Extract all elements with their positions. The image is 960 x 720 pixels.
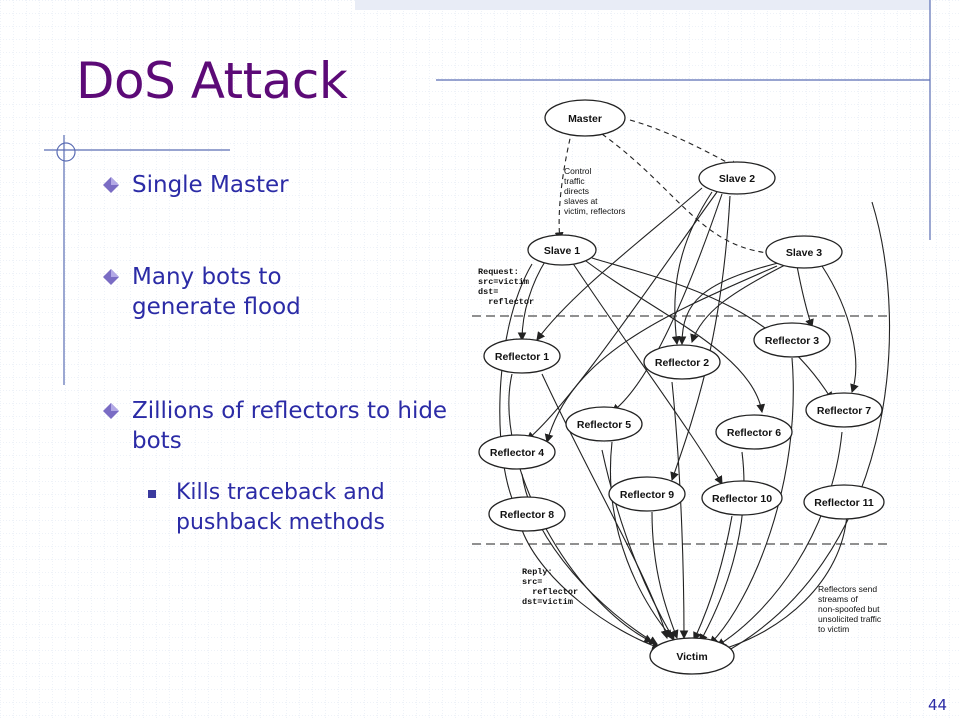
streams-annotation-line: Reflectors send bbox=[818, 584, 877, 594]
reflector-node bbox=[803, 484, 885, 520]
request-annotation-line: dst= bbox=[478, 287, 498, 297]
bullet-item: Zillions of reflectors to hide bots bbox=[103, 396, 453, 456]
bullet-text: Single Master bbox=[132, 172, 289, 198]
control-edge bbox=[601, 133, 784, 259]
diamond-bullet-icon bbox=[103, 177, 119, 193]
reflector-node bbox=[715, 414, 793, 450]
request-annotation-line: src=victim bbox=[478, 277, 529, 287]
bullet-text: Zillions of reflectors to hide bots bbox=[132, 398, 448, 454]
reflector-node bbox=[701, 480, 783, 516]
reflector-node bbox=[565, 406, 643, 442]
reply-annotation-line: Reply: bbox=[522, 567, 553, 577]
node-label: Victim bbox=[676, 651, 707, 663]
streams-annotation-line: streams of bbox=[818, 594, 858, 604]
bullet-text: Many bots to generate flood bbox=[132, 264, 301, 320]
node-label: Reflector 6 bbox=[727, 427, 781, 439]
node-label: Reflector 8 bbox=[500, 509, 554, 521]
node-label: Slave 3 bbox=[786, 247, 822, 259]
bullet-item: Many bots to generate flood bbox=[103, 262, 453, 322]
master-node bbox=[544, 99, 626, 137]
reply-annotation-line: dst=victim bbox=[522, 597, 573, 607]
slide-title: DoS Attack bbox=[76, 52, 348, 110]
streams-annotation-line: non-spoofed but bbox=[818, 604, 880, 614]
node-label: Master bbox=[568, 113, 602, 125]
dos-attack-diagram: Master Slave 2 Slave 1 Slave 3 Reflector… bbox=[472, 99, 892, 675]
slave-node bbox=[698, 161, 776, 195]
node-label: Reflector 4 bbox=[490, 447, 544, 459]
request-annotation-line: reflector bbox=[478, 297, 534, 307]
control-annotation-line: directs bbox=[564, 186, 589, 196]
reflector-node bbox=[753, 322, 831, 358]
node-label: Reflector 3 bbox=[765, 335, 819, 347]
control-edge bbox=[554, 129, 573, 242]
reflector-node bbox=[805, 392, 883, 428]
victim-node bbox=[649, 637, 735, 675]
sub-bullet-item: Kills traceback and pushback methods bbox=[148, 478, 448, 538]
bullet-item: Single Master bbox=[103, 170, 453, 200]
streams-annotation-line: to victim bbox=[818, 624, 849, 634]
reflector-node bbox=[488, 496, 566, 532]
control-annotation-line: Control bbox=[564, 166, 592, 176]
node-label: Reflector 1 bbox=[495, 351, 549, 363]
top-decoration-bar bbox=[355, 0, 930, 10]
node-label: Reflector 5 bbox=[577, 419, 631, 431]
corner-ring-icon bbox=[56, 142, 76, 162]
control-edge bbox=[629, 119, 739, 169]
diamond-bullet-icon bbox=[103, 269, 119, 285]
streams-annotation-line: unsolicited traffic bbox=[818, 614, 882, 624]
diamond-bullet-icon bbox=[103, 403, 119, 419]
sub-bullet-text: Kills traceback and pushback methods bbox=[176, 480, 386, 535]
page-number: 44 bbox=[928, 696, 948, 714]
control-annotation-line: victim, reflectors bbox=[564, 206, 625, 216]
node-label: Slave 2 bbox=[719, 173, 755, 185]
node-label: Reflector 7 bbox=[817, 405, 871, 417]
reflector-node bbox=[643, 344, 721, 380]
reflector-node bbox=[478, 434, 556, 470]
node-label: Slave 1 bbox=[544, 245, 580, 257]
control-annotation-line: traffic bbox=[564, 176, 585, 186]
square-bullet-icon bbox=[148, 490, 156, 498]
slave-node bbox=[765, 235, 843, 269]
reply-annotation-line: src= bbox=[522, 577, 542, 587]
reply-annotation-line: reflector bbox=[522, 587, 578, 597]
request-annotation-line: Request: bbox=[478, 267, 519, 277]
reflector-node bbox=[608, 476, 686, 512]
node-label: Reflector 9 bbox=[620, 489, 674, 501]
control-annotation-line: slaves at bbox=[564, 196, 598, 206]
node-label: Reflector 11 bbox=[814, 497, 874, 509]
reflector-node bbox=[483, 338, 561, 374]
slave-node bbox=[527, 234, 597, 266]
node-label: Reflector 2 bbox=[655, 357, 709, 369]
node-label: Reflector 10 bbox=[712, 493, 772, 505]
